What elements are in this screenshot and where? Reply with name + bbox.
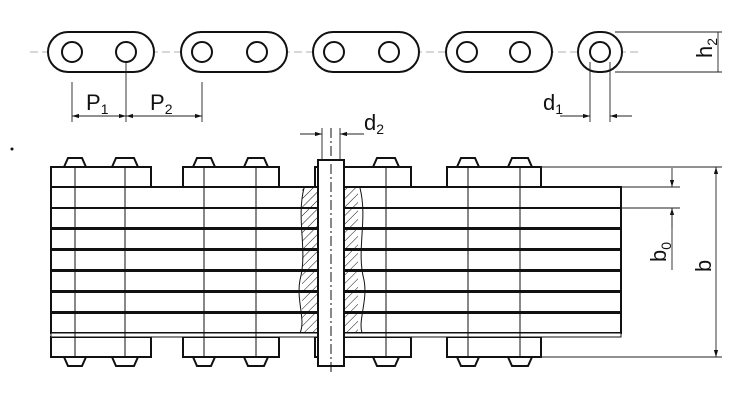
pin-stubs-bottom [62, 356, 534, 367]
h2-label: h2 [692, 38, 720, 58]
pitch-dimensions: P1 P2 [71, 62, 203, 122]
bottom-view: d2 b0 b [50, 110, 722, 375]
h2-dimension: h2 [615, 31, 722, 73]
pin-lines [74, 167, 521, 357]
b0-label: b0 [646, 242, 674, 262]
p2-label: P2 [150, 90, 173, 117]
link-plate-4 [445, 31, 553, 73]
b-dimension: b [540, 166, 722, 358]
b0-dimension: b0 [621, 168, 680, 270]
plate-row-8a [50, 336, 152, 358]
d2-label: d2 [364, 110, 384, 137]
plate-row-1a [50, 166, 152, 188]
link-plate-3 [312, 31, 420, 73]
link-plate-1 [47, 31, 155, 73]
plate-row-1d [446, 166, 542, 188]
stray-dot [10, 147, 14, 151]
link-plate-2 [180, 31, 288, 73]
d1-dimension: d1 [543, 62, 632, 122]
plate-row-1b [182, 166, 280, 188]
plate-row-8d [446, 336, 542, 358]
section-cut [298, 128, 366, 375]
b-label: b [691, 260, 716, 272]
d1-label: d1 [543, 90, 563, 117]
pin-stubs-top [62, 157, 534, 168]
top-view: h2 P1 P2 d1 [10, 31, 722, 151]
plate-row-8b [182, 336, 280, 358]
p1-label: P1 [86, 90, 109, 117]
d2-dimension: d2 [300, 110, 384, 160]
link-plate-5 [577, 31, 623, 73]
